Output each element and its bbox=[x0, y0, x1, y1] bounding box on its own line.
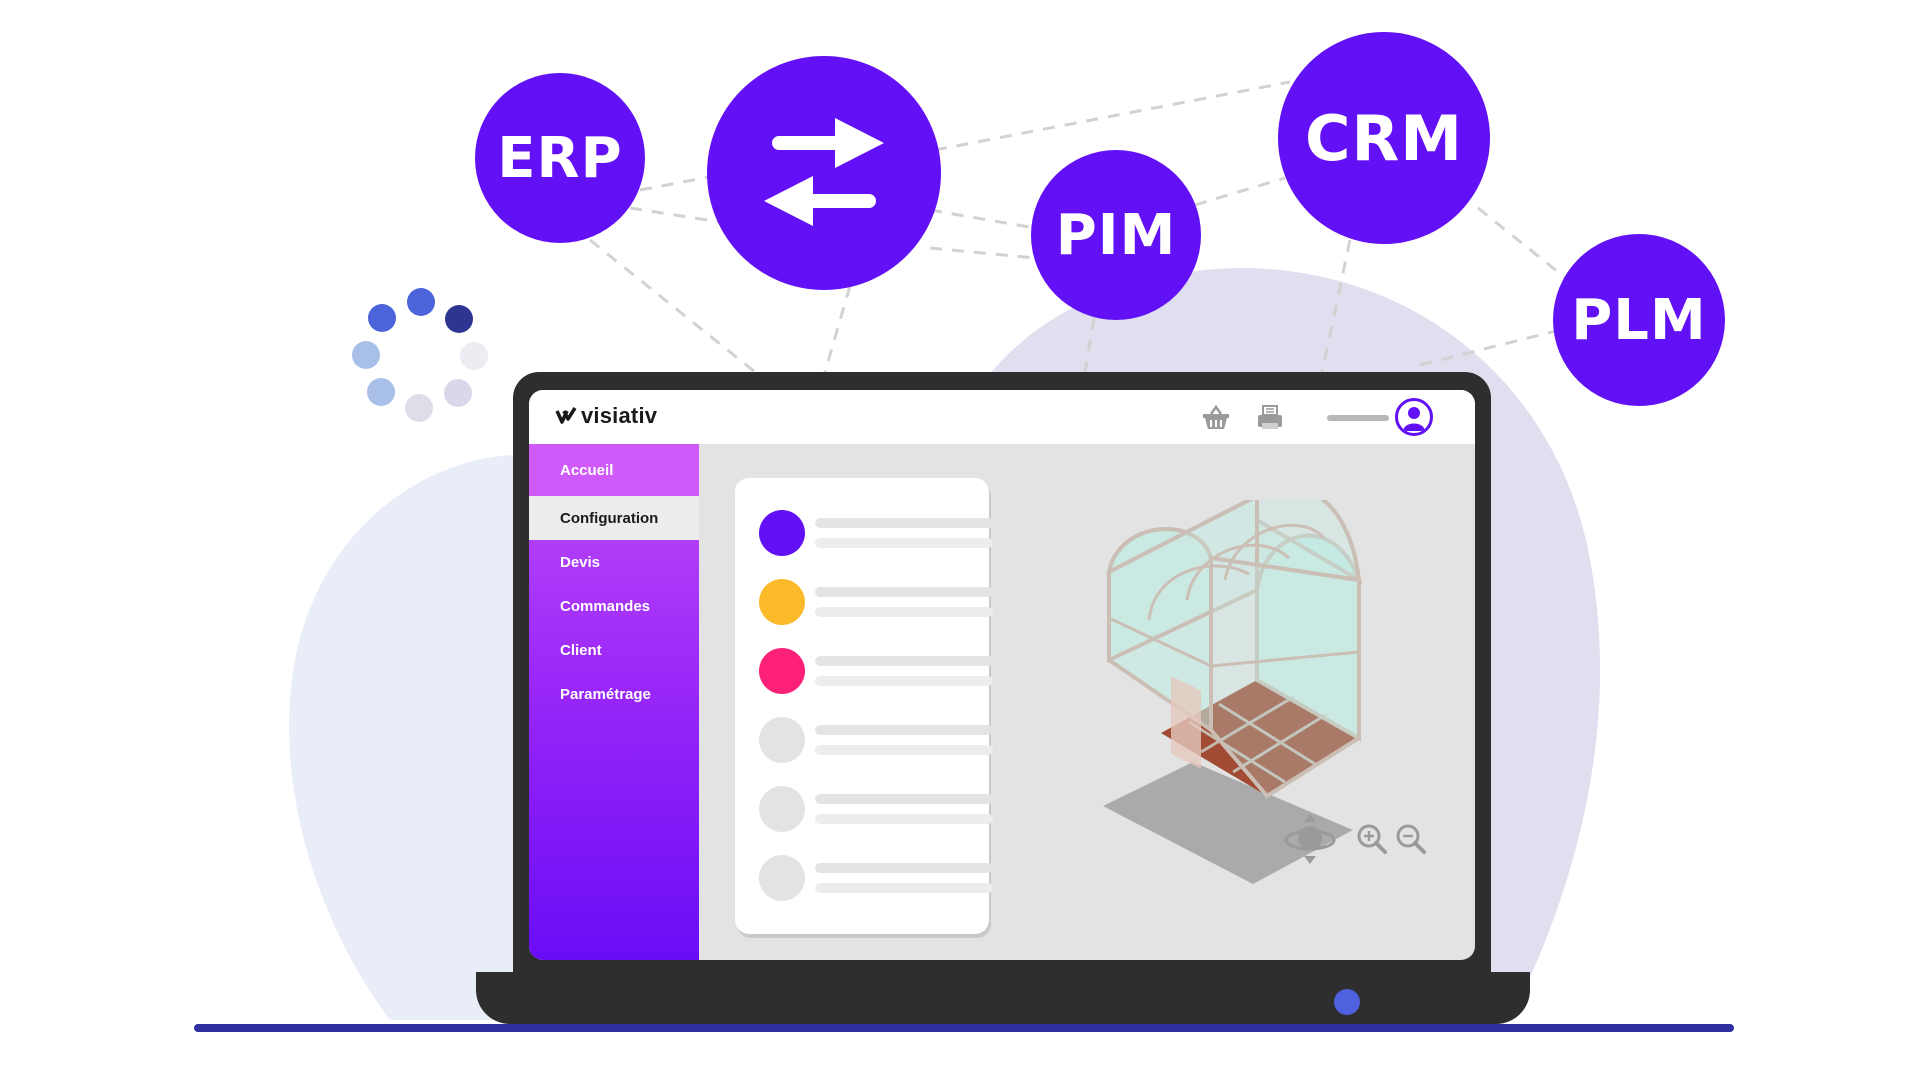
sidebar-item-accueil[interactable]: Accueil bbox=[529, 444, 699, 496]
plm-bubble: PLM bbox=[1553, 234, 1725, 406]
user-icon bbox=[1403, 407, 1425, 431]
color-swatch[interactable] bbox=[759, 648, 805, 694]
greenhouse-glass bbox=[1106, 500, 1363, 799]
zoom-out-icon[interactable] bbox=[1395, 823, 1427, 855]
option-sublabel-placeholder bbox=[815, 745, 993, 755]
sidebar-item-label: Paramétrage bbox=[560, 685, 651, 703]
sidebar-item-devis[interactable]: Devis bbox=[529, 540, 699, 584]
option-row[interactable] bbox=[759, 579, 993, 627]
sidebar-item-commandes[interactable]: Commandes bbox=[529, 584, 699, 628]
option-row[interactable] bbox=[759, 717, 993, 765]
option-row[interactable] bbox=[759, 648, 993, 696]
option-label-placeholder bbox=[815, 656, 993, 666]
option-row[interactable] bbox=[759, 855, 993, 903]
pim-bubble: PIM bbox=[1031, 150, 1201, 320]
sidebar-item-label: Devis bbox=[560, 553, 601, 571]
username-placeholder bbox=[1327, 415, 1389, 421]
color-swatch[interactable] bbox=[759, 510, 805, 556]
option-sublabel-placeholder bbox=[815, 883, 993, 893]
model-shadow bbox=[1103, 762, 1353, 884]
option-sublabel-placeholder bbox=[815, 607, 993, 617]
option-label-placeholder bbox=[815, 587, 993, 597]
option-row[interactable] bbox=[759, 786, 993, 834]
table-surface bbox=[194, 1024, 1734, 1032]
sidebar-item-label: Accueil bbox=[560, 461, 614, 479]
sidebar-item-client[interactable]: Client bbox=[529, 628, 699, 672]
brand-name: visiativ bbox=[581, 403, 658, 428]
sidebar-item-parametrage[interactable]: Paramétrage bbox=[529, 672, 699, 716]
network-lines bbox=[589, 80, 1569, 374]
printer-icon[interactable] bbox=[1255, 404, 1285, 432]
pim-label: PIM bbox=[1055, 202, 1177, 268]
sync-arrows-icon bbox=[764, 118, 884, 226]
sidebar-item-label: Client bbox=[560, 641, 602, 659]
basket-icon[interactable] bbox=[1201, 404, 1231, 432]
greenhouse-door bbox=[1171, 675, 1201, 769]
option-label-placeholder bbox=[815, 794, 993, 804]
color-swatch[interactable] bbox=[759, 855, 805, 901]
power-indicator bbox=[1334, 989, 1360, 1015]
sidebar-item-label: Configuration bbox=[560, 509, 659, 527]
sidebar: Accueil Configuration Devis Commandes Cl… bbox=[529, 444, 699, 960]
option-label-placeholder bbox=[815, 518, 993, 528]
background-blob-left bbox=[289, 455, 560, 1020]
laptop-frame: visiativ bbox=[513, 372, 1491, 972]
crm-bubble: CRM bbox=[1278, 32, 1490, 244]
plm-label: PLM bbox=[1571, 287, 1707, 353]
color-swatch[interactable] bbox=[759, 786, 805, 832]
loading-spinner-icon bbox=[352, 288, 488, 422]
laptop-base bbox=[476, 972, 1530, 1024]
erp-bubble: ERP bbox=[475, 73, 645, 243]
option-label-placeholder bbox=[815, 725, 993, 735]
option-sublabel-placeholder bbox=[815, 538, 993, 548]
color-swatch[interactable] bbox=[759, 717, 805, 763]
orbit-icon[interactable] bbox=[1282, 810, 1338, 866]
greenhouse-3d-model[interactable] bbox=[1089, 500, 1469, 940]
erp-label: ERP bbox=[497, 125, 623, 191]
top-bar: visiativ bbox=[529, 390, 1475, 444]
brand-logo[interactable]: visiativ bbox=[555, 403, 657, 429]
sync-bubble bbox=[707, 56, 941, 290]
app-screen: visiativ bbox=[529, 390, 1475, 960]
options-panel bbox=[735, 478, 993, 934]
zoom-in-icon[interactable] bbox=[1356, 823, 1388, 855]
sidebar-item-label: Commandes bbox=[560, 597, 651, 615]
option-label-placeholder bbox=[815, 863, 993, 873]
option-sublabel-placeholder bbox=[815, 676, 993, 686]
option-row[interactable] bbox=[759, 510, 993, 558]
color-swatch[interactable] bbox=[759, 579, 805, 625]
option-sublabel-placeholder bbox=[815, 814, 993, 824]
visiativ-logo-icon bbox=[555, 407, 577, 424]
sidebar-item-configuration[interactable]: Configuration bbox=[529, 496, 699, 540]
user-avatar[interactable] bbox=[1395, 398, 1433, 436]
crm-label: CRM bbox=[1305, 101, 1463, 175]
